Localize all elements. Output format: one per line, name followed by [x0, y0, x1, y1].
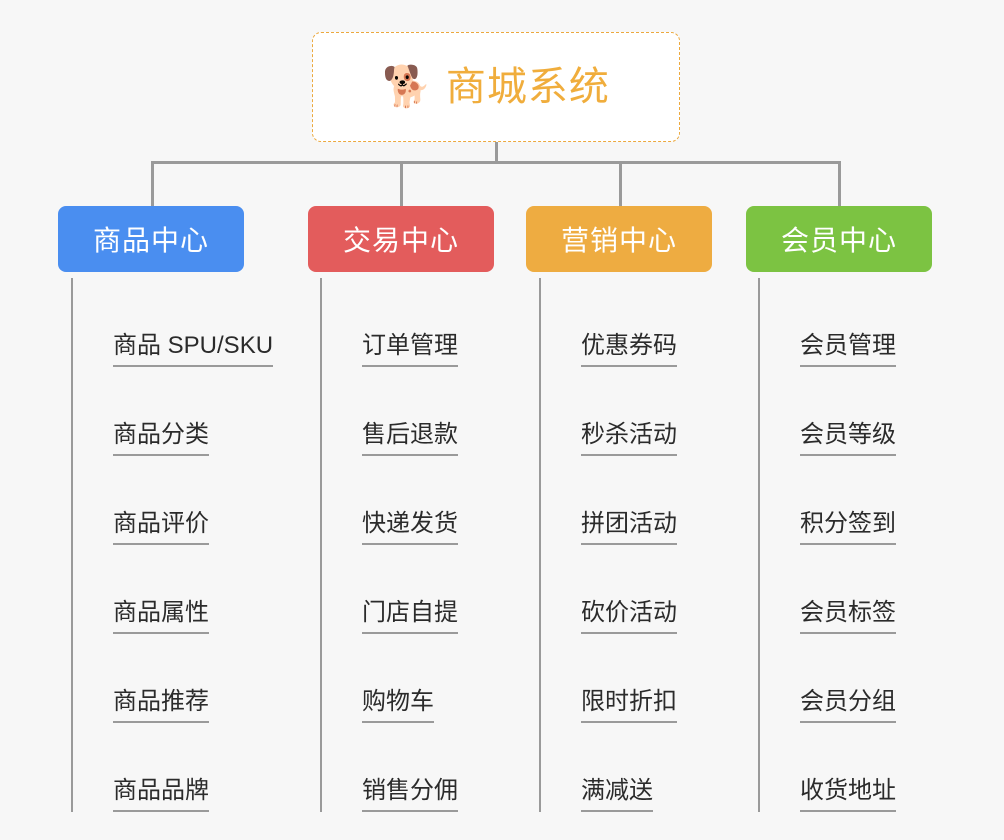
leaf-item[interactable]: 订单管理	[320, 278, 458, 367]
column-header-trade-center[interactable]: 交易中心	[308, 206, 494, 272]
leaf-item[interactable]: 收货地址	[758, 723, 896, 812]
connector-drop-trade-center	[400, 161, 403, 208]
leaf-item[interactable]: 砍价活动	[539, 545, 677, 634]
column-trade-center: 交易中心	[308, 206, 494, 272]
leaf-item[interactable]: 商品分类	[71, 367, 273, 456]
leaf-label: 订单管理	[362, 331, 458, 367]
leaf-item[interactable]: 会员标签	[758, 545, 896, 634]
leaf-item[interactable]: 优惠券码	[539, 278, 677, 367]
connector-root-stem	[495, 142, 498, 163]
connector-drop-product-center	[151, 161, 154, 208]
column-product-center: 商品中心	[58, 206, 244, 272]
leaf-item[interactable]: 商品 SPU/SKU	[71, 278, 274, 367]
leaf-label: 商品推荐	[113, 687, 209, 723]
leaf-label: 会员管理	[800, 331, 896, 367]
leaf-label: 积分签到	[800, 509, 896, 545]
leaf-label: 门店自提	[362, 598, 458, 634]
leaf-label: 商品品牌	[113, 776, 209, 812]
leaf-label: 砍价活动	[581, 598, 677, 634]
leaf-list-trade-center: 订单管理售后退款快递发货门店自提购物车销售分佣	[320, 278, 458, 812]
leaf-item[interactable]: 购物车	[320, 634, 458, 723]
leaf-label: 商品分类	[113, 420, 209, 456]
leaf-label: 商品 SPU/SKU	[113, 331, 274, 367]
column-header-member-center[interactable]: 会员中心	[746, 206, 932, 272]
leaf-item[interactable]: 售后退款	[320, 367, 458, 456]
leaf-list-product-center: 商品 SPU/SKU 商品分类商品评价商品属性商品推荐商品品牌	[71, 278, 274, 812]
leaf-item[interactable]: 商品评价	[71, 456, 273, 545]
leaf-label: 快递发货	[362, 509, 458, 545]
shiba-dog-icon: 🐕	[382, 65, 432, 109]
root-node[interactable]: 🐕 商城系统	[312, 32, 680, 142]
leaf-label: 商品属性	[113, 598, 209, 634]
leaf-label: 秒杀活动	[581, 420, 677, 456]
leaf-item[interactable]: 门店自提	[320, 545, 458, 634]
leaf-label: 拼团活动	[581, 509, 677, 545]
column-member-center: 会员中心	[746, 206, 932, 272]
leaf-item[interactable]: 会员管理	[758, 278, 896, 367]
leaf-label: 会员等级	[800, 420, 896, 456]
connector-drop-member-center	[838, 161, 841, 208]
leaf-list-marketing-center: 优惠券码秒杀活动拼团活动砍价活动限时折扣满减送	[539, 278, 677, 812]
leaf-item[interactable]: 满减送	[539, 723, 677, 812]
leaf-label: 限时折扣	[581, 687, 677, 723]
column-header-product-center[interactable]: 商品中心	[58, 206, 244, 272]
leaf-item[interactable]: 会员分组	[758, 634, 896, 723]
leaf-item[interactable]: 秒杀活动	[539, 367, 677, 456]
leaf-item[interactable]: 会员等级	[758, 367, 896, 456]
column-marketing-center: 营销中心	[526, 206, 712, 272]
leaf-label: 会员分组	[800, 687, 896, 723]
leaf-label: 收货地址	[800, 776, 896, 812]
leaf-item[interactable]: 商品品牌	[71, 723, 273, 812]
root-title: 商城系统	[445, 65, 610, 109]
leaf-item[interactable]: 销售分佣	[320, 723, 458, 812]
leaf-item[interactable]: 商品属性	[71, 545, 273, 634]
leaf-label: 会员标签	[800, 598, 896, 634]
connector-horizontal-bus	[151, 161, 840, 164]
leaf-item[interactable]: 拼团活动	[539, 456, 677, 545]
leaf-label: 优惠券码	[581, 331, 677, 367]
connector-drop-marketing-center	[619, 161, 622, 208]
leaf-item[interactable]: 商品推荐	[71, 634, 273, 723]
leaf-label: 售后退款	[362, 420, 458, 456]
leaf-item[interactable]: 快递发货	[320, 456, 458, 545]
leaf-item[interactable]: 积分签到	[758, 456, 896, 545]
leaf-label: 销售分佣	[362, 776, 458, 812]
leaf-list-member-center: 会员管理会员等级积分签到会员标签会员分组收货地址	[758, 278, 896, 812]
column-header-marketing-center[interactable]: 营销中心	[526, 206, 712, 272]
leaf-label: 购物车	[362, 687, 434, 723]
leaf-item[interactable]: 限时折扣	[539, 634, 677, 723]
leaf-label: 满减送	[581, 776, 653, 812]
leaf-label: 商品评价	[113, 509, 209, 545]
